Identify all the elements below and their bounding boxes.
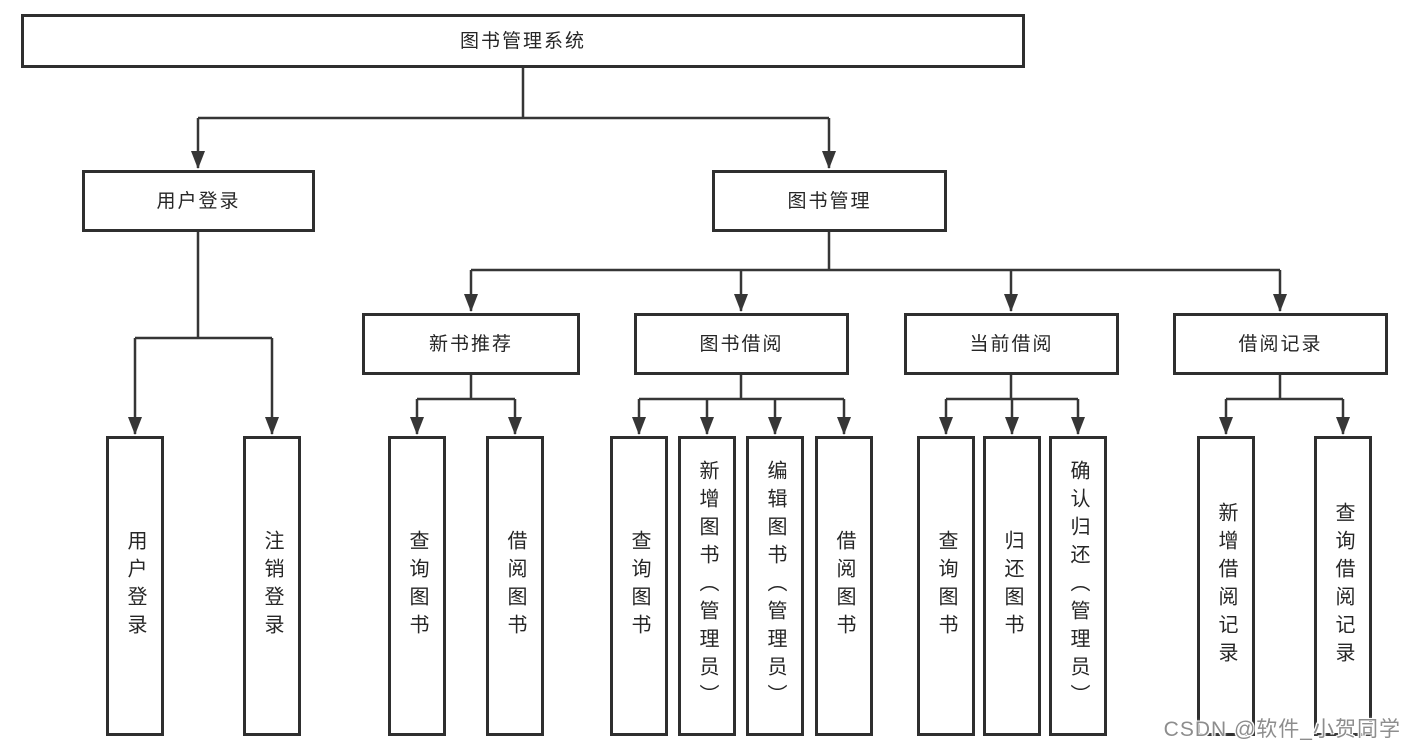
node-current-borrowing: 当前借阅 bbox=[904, 313, 1119, 375]
leaf-borrowing-borrow-books: 借阅图书 bbox=[815, 436, 873, 736]
leaf-newbooks-borrow-books: 借阅图书 bbox=[486, 436, 544, 736]
leaf-borrowing-edit-books-admin: 编辑图书（管理员） bbox=[746, 436, 804, 736]
node-book-management: 图书管理 bbox=[712, 170, 947, 232]
leaf-records-add-record: 新增借阅记录 bbox=[1197, 436, 1255, 736]
csdn-watermark: CSDN @软件_小贺同学 bbox=[1163, 718, 1401, 741]
node-borrow-records: 借阅记录 bbox=[1173, 313, 1388, 375]
leaf-current-return-books: 归还图书 bbox=[983, 436, 1041, 736]
leaf-logout: 注销登录 bbox=[243, 436, 301, 736]
leaf-borrowing-query-books: 查询图书 bbox=[610, 436, 668, 736]
leaf-records-query-record: 查询借阅记录 bbox=[1314, 436, 1372, 736]
node-user-login: 用户登录 bbox=[82, 170, 315, 232]
leaf-newbooks-query-books: 查询图书 bbox=[388, 436, 446, 736]
node-root-system: 图书管理系统 bbox=[21, 14, 1025, 68]
leaf-current-confirm-return-admin: 确认归还（管理员） bbox=[1049, 436, 1107, 736]
node-new-book-recommend: 新书推荐 bbox=[362, 313, 580, 375]
leaf-borrowing-add-books-admin: 新增图书（管理员） bbox=[678, 436, 736, 736]
node-book-borrowing: 图书借阅 bbox=[634, 313, 849, 375]
leaf-current-query-books: 查询图书 bbox=[917, 436, 975, 736]
leaf-user-login: 用户登录 bbox=[106, 436, 164, 736]
